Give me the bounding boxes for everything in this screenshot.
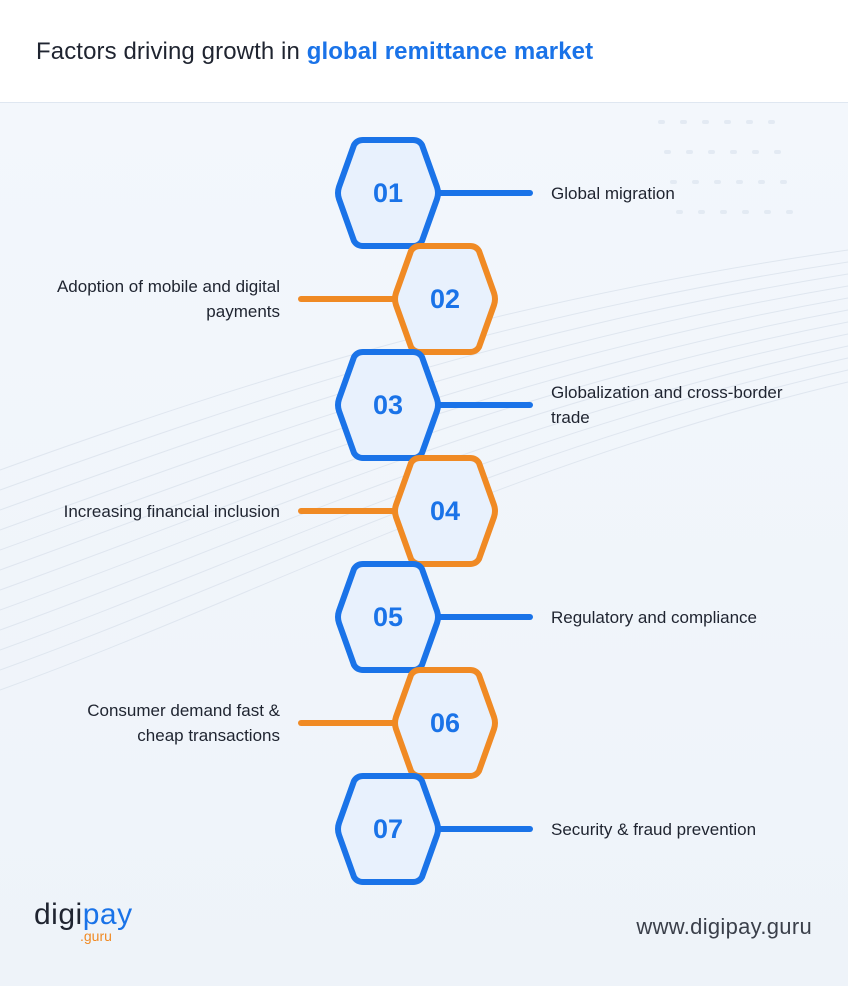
connector-line: [428, 826, 533, 832]
logo-digi: digi: [34, 898, 83, 931]
page-title: Factors driving growth in global remitta…: [36, 38, 593, 66]
factor-number: 05: [372, 602, 404, 632]
factor-number: 07: [372, 814, 404, 844]
hexagon-badge: 03: [333, 346, 443, 464]
title-text: Factors driving growth in: [36, 38, 307, 65]
factor-label: Globalization and cross-border trade: [551, 383, 783, 427]
factor-label: Security & fraud prevention: [551, 819, 757, 839]
factor-label: Increasing financial inclusion: [63, 501, 280, 521]
logo-pay: pay: [82, 898, 133, 931]
title-highlight: global remittance market: [306, 38, 594, 65]
hexagon-badge: 04: [390, 452, 500, 570]
factor-label: Consumer demand fast & cheap transaction…: [87, 701, 280, 745]
factor-number: 06: [429, 708, 461, 738]
digipay-logo: digipay .guru: [34, 898, 133, 944]
connector-line: [428, 190, 533, 196]
hexagon-badge: 02: [390, 240, 500, 358]
factor-number: 04: [429, 496, 461, 526]
hexagon-shape: [335, 773, 441, 885]
hexagon-badge: 05: [333, 558, 443, 676]
logo-guru: .guru: [80, 928, 112, 944]
factor-number: 01: [372, 178, 404, 208]
connector-line: [428, 614, 533, 620]
hexagon-shape: [392, 455, 498, 567]
header-bar: Factors driving growth in global remitta…: [0, 0, 848, 103]
factor-number: 03: [372, 390, 404, 420]
hexagon-shape: [392, 667, 498, 779]
connector-line: [428, 402, 533, 408]
factor-label: Adoption of mobile and digital payments: [56, 277, 280, 321]
hexagon-badge: 06: [390, 664, 500, 782]
factor-label: Regulatory and compliance: [551, 607, 758, 627]
website-url: www.digipay.guru: [636, 914, 812, 939]
connector-line: [298, 296, 405, 302]
factor-number: 02: [429, 284, 461, 314]
connector-line: [298, 508, 405, 514]
factor-label: Global migration: [551, 183, 675, 203]
hexagon-shape: [392, 243, 498, 355]
hexagon-badge: 01: [333, 134, 443, 252]
hexagon-badge: 07: [333, 770, 443, 888]
connector-line: [298, 720, 405, 726]
